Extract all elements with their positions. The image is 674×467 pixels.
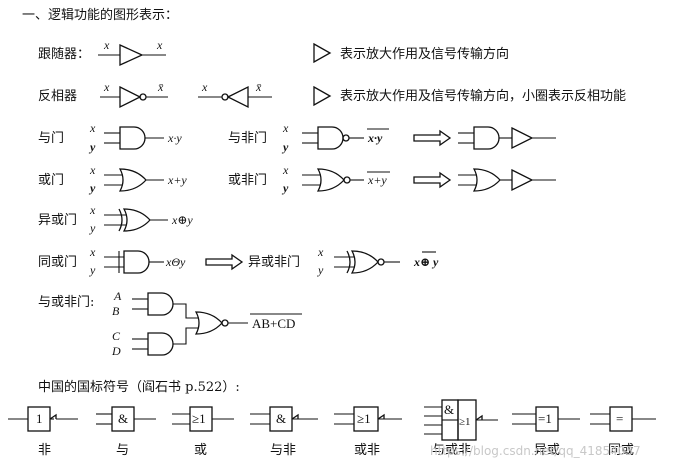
follower-symbol <box>98 43 166 67</box>
cn-and-label: 与 <box>116 443 129 458</box>
and-gate <box>104 126 164 150</box>
and-label: 与门 <box>38 131 64 146</box>
xor-input-x: x <box>89 203 96 217</box>
cn-xnor-box-text: = <box>616 411 623 426</box>
inverter-symbol-1 <box>100 85 168 109</box>
and-input-y: y <box>88 140 96 154</box>
aoi-circuit <box>132 292 248 356</box>
inverter-symbol-2 <box>198 85 272 109</box>
buffer-triangle-icon <box>313 42 332 64</box>
page-heading: 一、逻辑功能的图形表示： <box>22 7 178 23</box>
cn-and-symbol <box>96 406 156 432</box>
inverter2-output-xbar: x̄ <box>255 80 262 94</box>
nor-equivalent-gate <box>458 168 556 192</box>
cn-section-title: 中国的国标符号（阎石书 p.522）: <box>38 379 240 395</box>
cn-not-symbol <box>8 406 78 432</box>
xor-label: 异或门 <box>38 213 77 228</box>
nand-label: 与非门 <box>228 131 267 146</box>
nand-equivalent-gate <box>458 126 556 150</box>
nor-gate <box>302 168 364 192</box>
cn-and-box-text: & <box>118 411 128 426</box>
follower-output-x: x <box>156 38 163 52</box>
cn-not-label: 非 <box>38 443 51 458</box>
or-output: x+y <box>167 173 187 187</box>
inverter-input-x: x <box>103 80 110 94</box>
nor-input-y: y <box>281 181 289 195</box>
xnor-equivalent-gate <box>334 250 400 274</box>
cn-xor-box-text: =1 <box>538 411 552 426</box>
inverter-output-xbar: x̄ <box>157 80 164 94</box>
cn-or-box-text: ≥1 <box>192 411 206 426</box>
nand-arrow-icon <box>413 129 452 147</box>
xnor-label: 同或门 <box>38 255 77 270</box>
xnor-equiv-input-y: y <box>317 263 324 277</box>
cn-not-box-text: 1 <box>36 411 43 426</box>
cn-nand-box-text: & <box>276 411 286 426</box>
or-gate <box>104 168 164 192</box>
xnor-gate <box>104 250 164 274</box>
and-output: x·y <box>167 131 182 145</box>
and-input-x: x <box>89 121 96 135</box>
nor-label: 或非门 <box>228 173 267 188</box>
watermark: https://blog.csdn.net/qq_41854037 <box>430 444 641 458</box>
or-label: 或门 <box>38 173 64 188</box>
inverter-note: 表示放大作用及信号传输方向，小圈表示反相功能 <box>340 88 626 104</box>
cn-nor-label: 或非 <box>354 443 380 458</box>
cn-aoi-box-text: & <box>444 402 454 417</box>
aoi-output: AB+CD <box>252 316 295 331</box>
cn-aoi-symbol <box>424 399 498 441</box>
nand-input-x: x <box>282 121 289 135</box>
aoi-input-c: C <box>112 329 121 343</box>
follower-note: 表示放大作用及信号传输方向 <box>340 46 509 62</box>
cn-aoi-box2-text: ≥1 <box>459 416 471 428</box>
aoi-input-b: B <box>112 304 120 318</box>
xnor-output: xΘy <box>165 255 186 269</box>
xnor-arrow-icon <box>205 253 244 271</box>
cn-nor-box-text: ≥1 <box>357 411 371 426</box>
cn-nor-symbol <box>334 406 402 432</box>
cn-aoi-label: 与或非 <box>432 443 471 458</box>
xor-gate <box>104 208 168 232</box>
nor-input-x: x <box>282 163 289 177</box>
cn-xnor-label: 同或 <box>608 443 634 458</box>
inverter-label: 反相器 <box>38 89 77 104</box>
cn-or-symbol <box>172 406 234 432</box>
follower-input-x: x <box>103 38 110 52</box>
cn-nand-label: 与非 <box>270 443 296 458</box>
xor-input-y: y <box>89 221 96 235</box>
xnor-equivalent-label: 异或非门 <box>248 255 300 270</box>
xnor-input-x: x <box>89 245 96 259</box>
inverter2-input-x: x <box>201 80 208 94</box>
aoi-input-a: A <box>113 289 122 303</box>
buffer-triangle-icon-2 <box>313 85 332 107</box>
cn-xnor-symbol <box>590 406 656 432</box>
cn-or-label: 或 <box>194 443 207 458</box>
nand-input-y: y <box>281 140 289 154</box>
cn-xor-symbol <box>512 406 580 432</box>
aoi-input-d: D <box>111 344 121 358</box>
cn-xor-label: 异或 <box>534 443 560 458</box>
or-input-y: y <box>88 181 96 195</box>
nand-gate <box>302 126 364 150</box>
nor-output: x+y <box>367 173 387 187</box>
cn-nand-symbol <box>250 406 318 432</box>
xnor-input-y: y <box>89 263 96 277</box>
nand-output: x·y <box>367 131 383 145</box>
xor-output: x⊕y <box>171 213 193 227</box>
xnor-equiv-input-x: x <box>317 245 324 259</box>
aoi-label: 与或非门: <box>38 295 94 310</box>
xnor-equiv-output: x⊕ y <box>413 255 439 269</box>
follower-label: 跟随器： <box>38 47 90 62</box>
or-input-x: x <box>89 163 96 177</box>
nor-arrow-icon <box>413 171 452 189</box>
